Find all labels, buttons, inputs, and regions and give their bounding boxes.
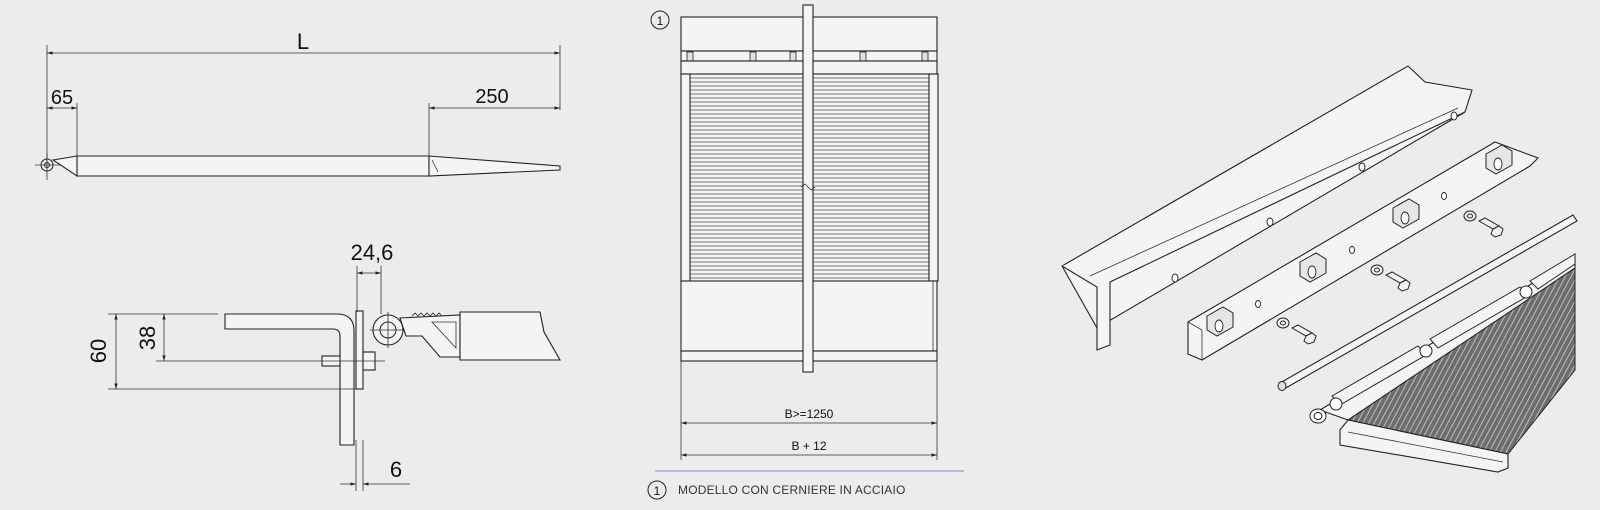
callout-marker [650,10,670,30]
front-view: 1 B>=1250 B + 12 [647,4,964,500]
dim-38: 38 [135,326,160,350]
dim-250: 250 [475,86,508,108]
dim-b-1250: B>=1250 [785,407,834,421]
section-view: 24,6 60 38 6 [86,240,561,491]
dim-b-12: B + 12 [791,439,826,453]
dim-24-6: 24,6 [351,240,394,265]
caption-callout-number: 1 [654,484,661,498]
dim-65: 65 [51,87,73,109]
side-view: L 65 250 [35,29,561,180]
callout-number: 1 [657,14,664,28]
caption-text: MODELLO CON CERNIERE IN ACCIAIO [678,483,906,497]
dim-6: 6 [390,457,402,482]
exploded-view [1061,65,1578,473]
dim-60: 60 [86,339,111,363]
dim-L: L [297,29,309,54]
